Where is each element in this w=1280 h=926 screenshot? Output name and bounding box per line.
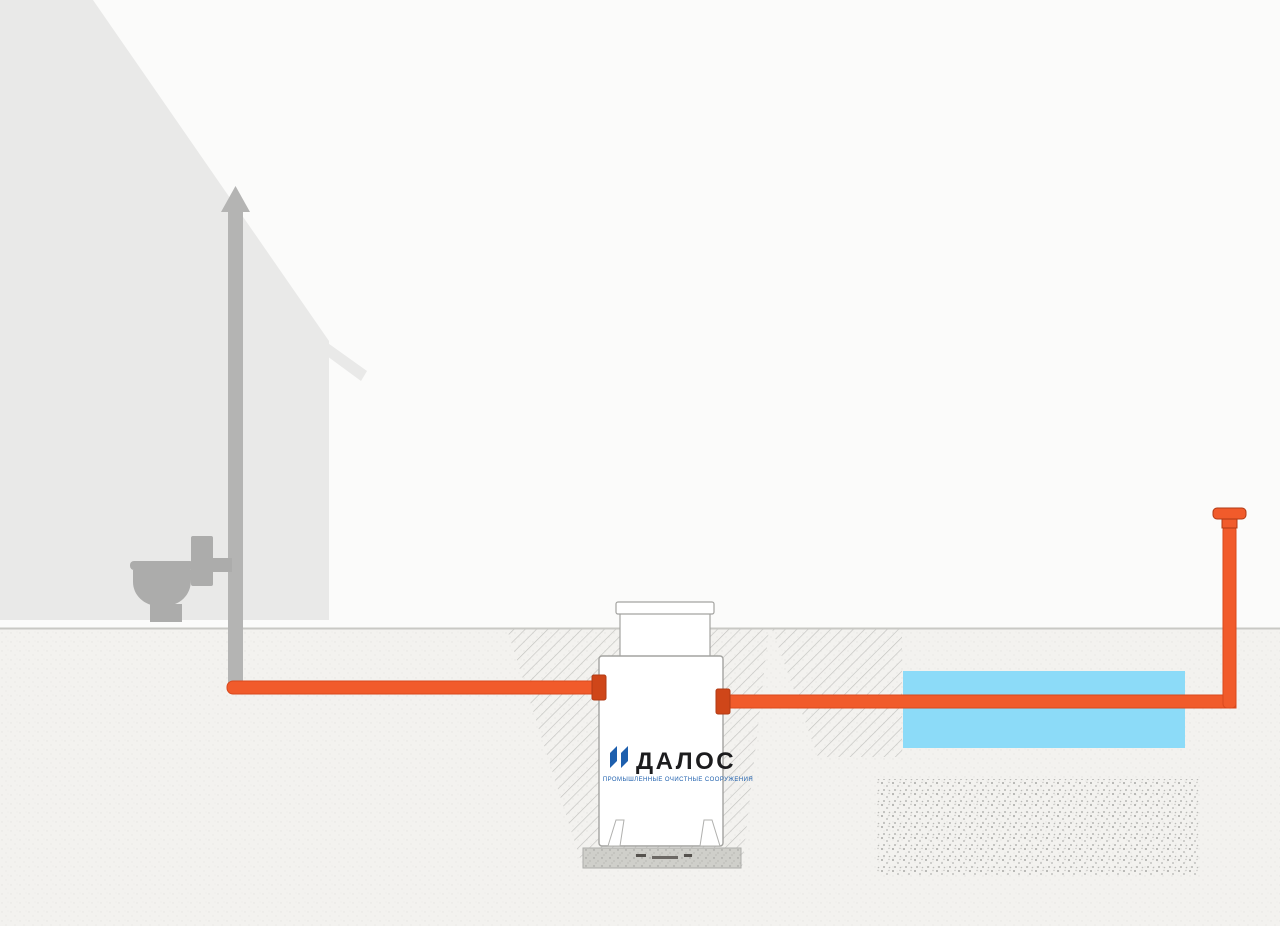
outlet-coupling [715,688,731,715]
infiltration-water [903,671,1185,748]
tank-lid [615,601,715,615]
house-silhouette [0,0,367,620]
tank-foot-right [699,819,721,847]
slab-mark [636,854,646,857]
slab-mark [652,856,678,859]
vent-riser-pipe [1222,525,1237,709]
inlet-pipe [226,680,604,695]
vent-arrow-icon [221,186,250,212]
vent-stack-pipe [228,207,243,689]
toilet-icon [130,536,232,622]
inlet-coupling [591,674,607,701]
tank-neck [619,607,711,663]
slab-mark [684,854,692,857]
logo-mark-icon [621,746,628,768]
gravel-bed [877,779,1200,876]
outlet-pipe-horizontal [721,694,1237,709]
house-body [0,0,329,620]
tank-foot-left [607,819,625,847]
trench-excavation-hatch [772,629,902,757]
outlet-pipe [721,507,1247,709]
brand-name: ДАЛОС [636,748,736,775]
brand-tagline: ПРОМЫШЛЕННЫЕ ОЧИСТНЫЕ СООРУЖЕНИЯ [603,777,753,783]
tank-body [598,655,724,847]
brand-logo: ДАЛОС ПРОМЫШЛЕННЫЕ ОЧИСТНЫЕ СООРУЖЕНИЯ [603,746,753,783]
logo-mark-icon [610,746,617,768]
septic-tank: ДАЛОС ПРОМЫШЛЕННЫЕ ОЧИСТНЫЕ СООРУЖЕНИЯ [582,601,753,869]
roof-eave [312,336,367,381]
vent-cap-icon [1212,507,1247,520]
